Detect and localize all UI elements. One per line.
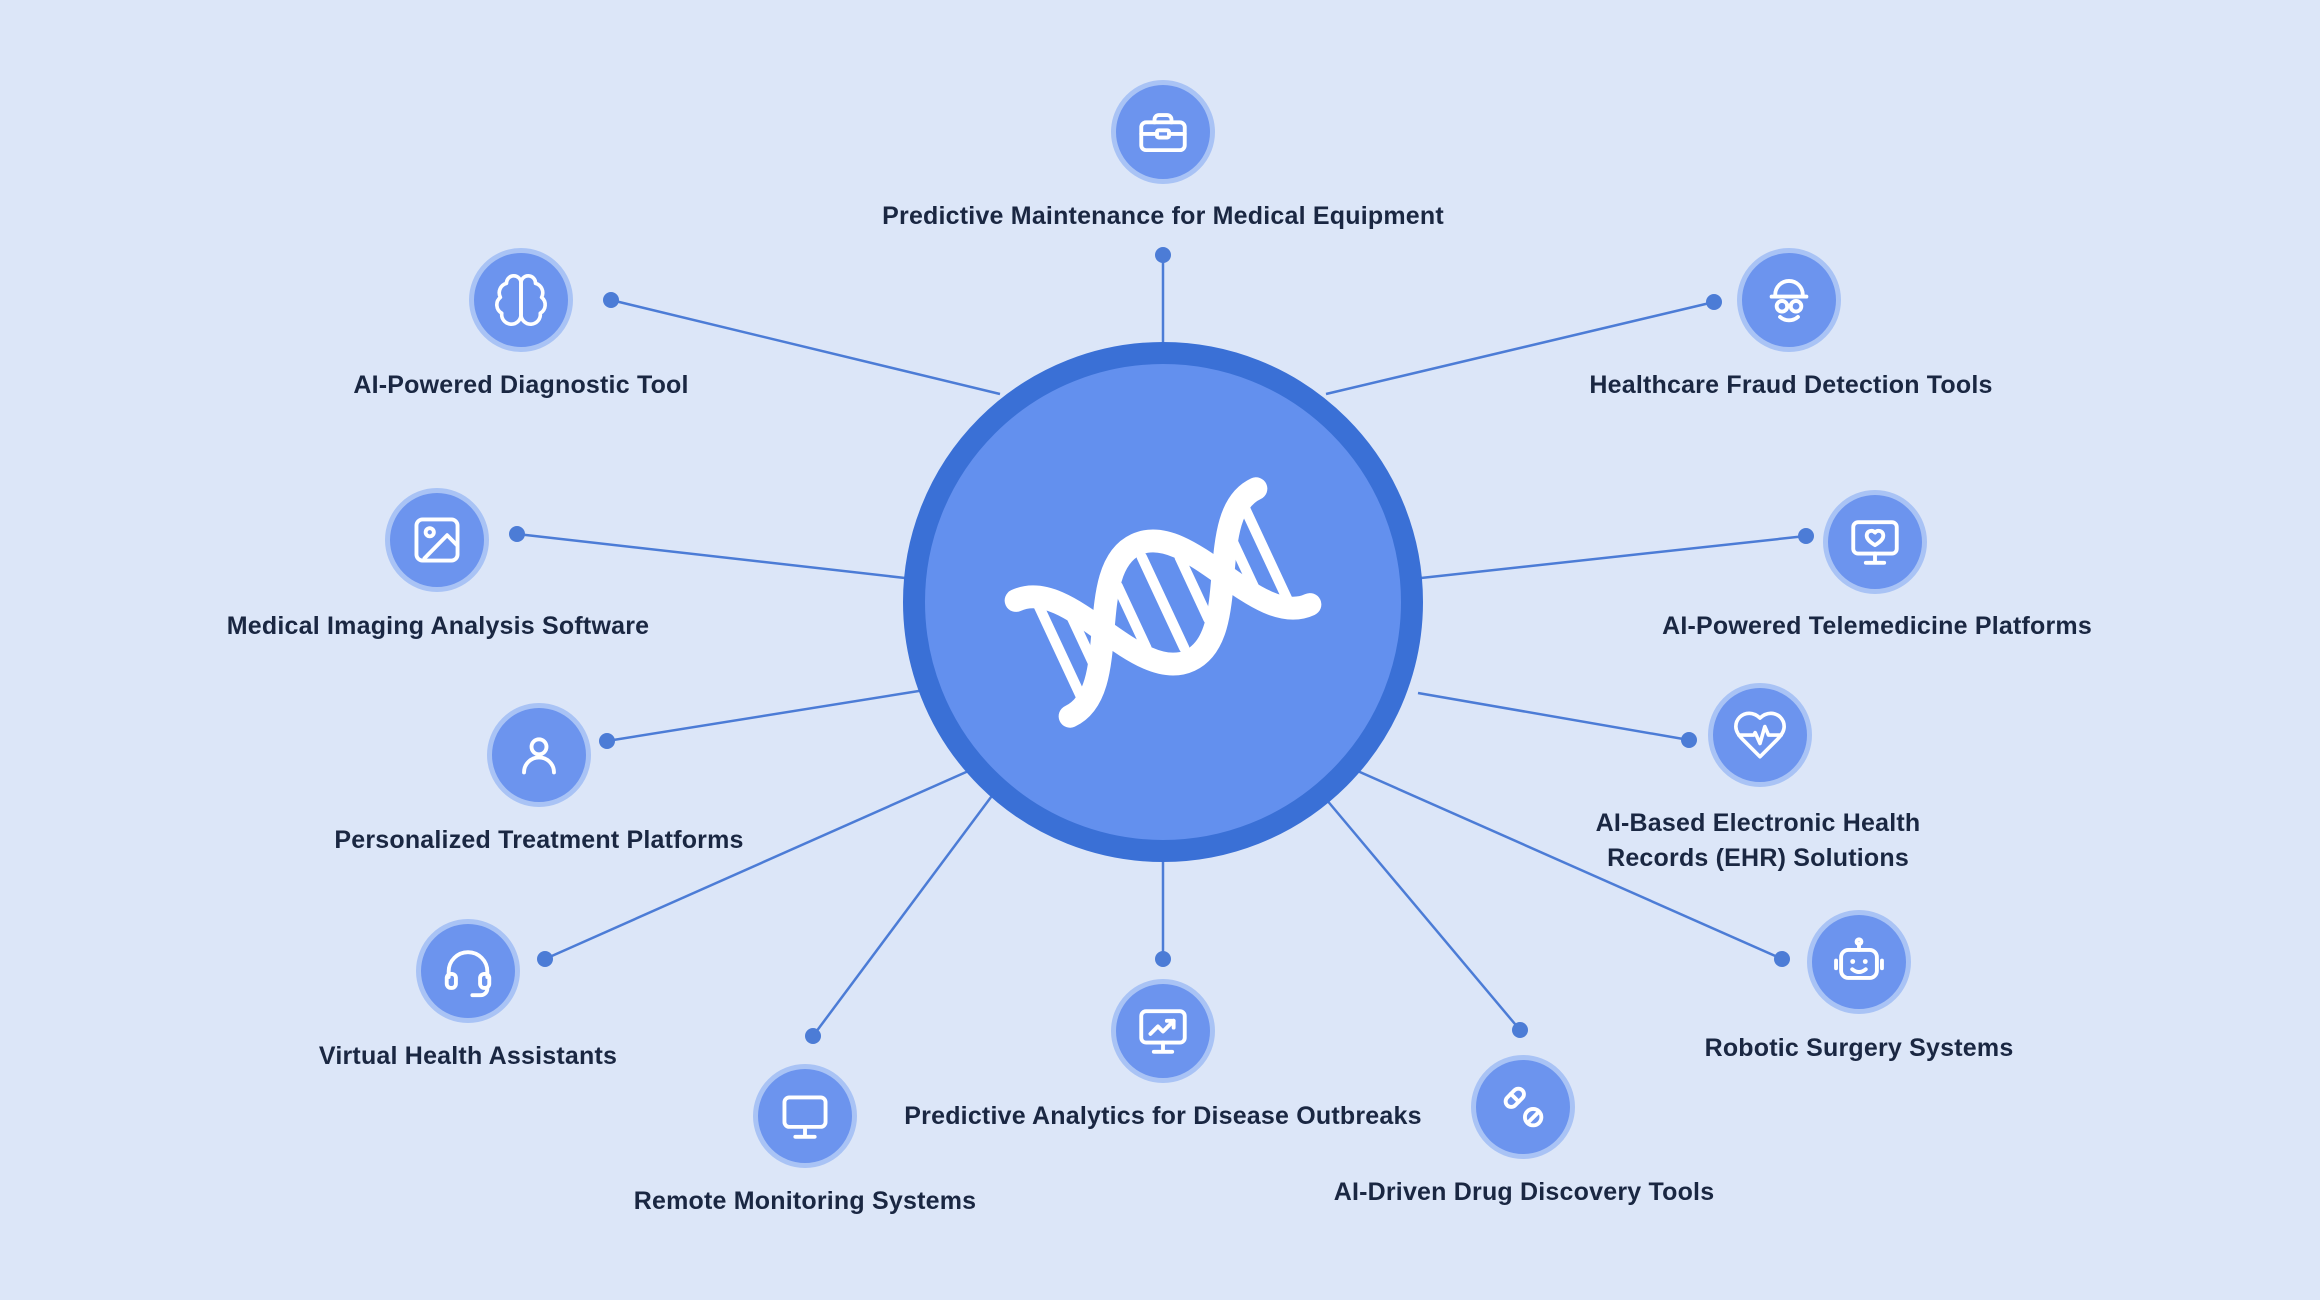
node-label-predictive-analytics: Predictive Analytics for Disease Outbrea… (904, 1102, 1422, 1130)
node-label-fraud-detection: Healthcare Fraud Detection Tools (1589, 371, 1993, 399)
headset-icon (416, 919, 520, 1023)
node-label-telemedicine: AI-Powered Telemedicine Platforms (1662, 612, 2092, 640)
central-hub (903, 342, 1423, 862)
person-icon (487, 703, 591, 807)
fraud-detection-icon (1737, 248, 1841, 352)
node-label-medical-imaging: Medical Imaging Analysis Software (226, 612, 650, 640)
medical-image-icon (385, 488, 489, 592)
pills-icon (1471, 1055, 1575, 1159)
node-label-virtual-assistants: Virtual Health Assistants (318, 1042, 618, 1070)
node-label-predictive-maintenance: Predictive Maintenance for Medical Equip… (882, 202, 1444, 230)
node-label-remote-monitoring: Remote Monitoring Systems (633, 1187, 977, 1215)
monitor-icon (753, 1064, 857, 1168)
node-label-diagnostic-tool: AI-Powered Diagnostic Tool (353, 371, 689, 399)
dna-icon (1004, 476, 1322, 728)
telemedicine-monitor-icon (1823, 490, 1927, 594)
node-label-drug-discovery: AI-Driven Drug Discovery Tools (1333, 1178, 1715, 1206)
ai-brain-icon (469, 248, 573, 352)
heart-pulse-icon (1708, 683, 1812, 787)
node-label-ehr-solutions: AI-Based Electronic Health Records (EHR)… (1595, 809, 1921, 872)
robot-icon (1807, 910, 1911, 1014)
toolbox-icon (1111, 80, 1215, 184)
node-label-robotic-surgery: Robotic Surgery Systems (1704, 1034, 2014, 1062)
node-label-personalized-treatment: Personalized Treatment Platforms (334, 826, 744, 854)
chart-monitor-icon (1111, 979, 1215, 1083)
